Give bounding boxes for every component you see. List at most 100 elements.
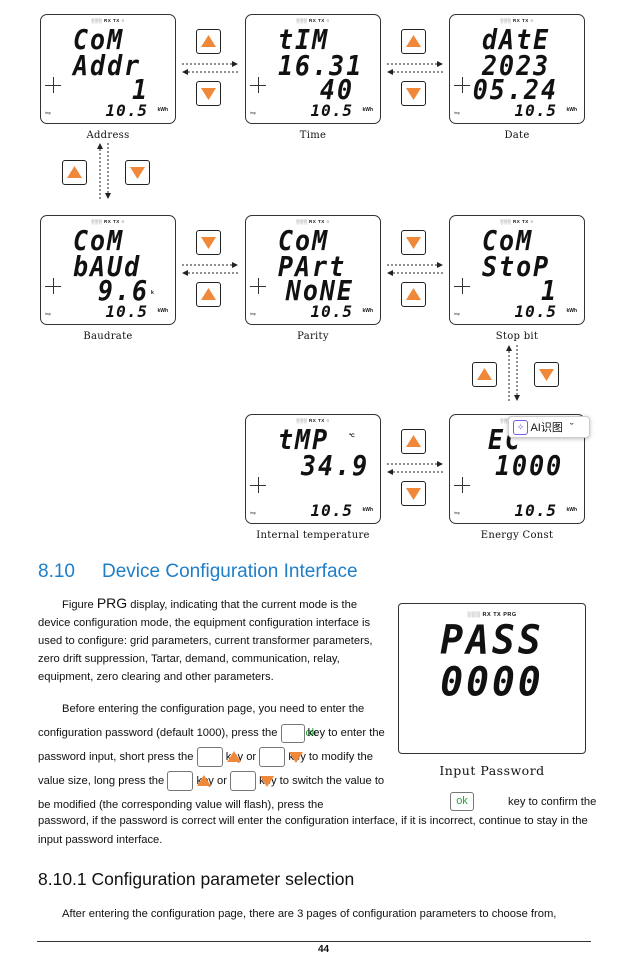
imp-label: imp <box>454 312 460 316</box>
lcd-line-2: bAUd <box>73 250 142 283</box>
text: Figure <box>62 599 94 611</box>
quadrant-icon <box>250 477 266 493</box>
lcd-line-2: StoP <box>482 250 551 283</box>
text: Before entering the configuration page, … <box>38 703 365 739</box>
left-dashed-arrow-icon <box>387 469 443 475</box>
up-arrow-icon <box>406 435 421 447</box>
imp-label: imp <box>45 111 51 115</box>
lcd-line-2: 2023 <box>482 49 551 82</box>
lcd-line-1: CoM <box>73 224 125 257</box>
section-number: 8.10 <box>38 561 75 582</box>
up-arrow-icon <box>406 288 421 300</box>
lcd-line-1: CoM <box>482 224 534 257</box>
text: display, indicating that the current mod… <box>38 599 373 683</box>
lcd-indicators: ░░░ RX TX ○ <box>91 219 125 224</box>
lcd-baudrate-screen: ░░░ RX TX ○ CoM bAUd 9.6 k imp 10.5 kWh <box>40 215 176 325</box>
kwh-unit: kWh <box>566 308 577 314</box>
quadrant-icon <box>45 278 61 294</box>
caption-baudrate: Baudrate <box>83 331 133 342</box>
lcd-address-screen: ░░░ RX TX ○ CoM Addr 1 imp 10.5 kWh <box>40 14 176 124</box>
lcd-energy-value: 10.5 <box>105 302 148 321</box>
kwh-unit: kWh <box>362 308 373 314</box>
down-arrow-icon <box>289 752 304 764</box>
text: key to enter the password input, short p… <box>38 727 385 763</box>
text: key to confirm the password, if the pass… <box>38 796 597 846</box>
lcd-energy-value: 10.5 <box>514 501 557 520</box>
lcd-line-3: 40 <box>319 73 354 106</box>
down-arrow-icon <box>406 88 421 100</box>
imp-label: imp <box>250 111 256 115</box>
caption-internal-temperature: Internal temperature <box>256 530 370 541</box>
quadrant-icon <box>45 77 61 93</box>
lcd-line-2: Addr <box>73 49 142 82</box>
quadrant-icon <box>454 477 470 493</box>
lcd-temperature-screen: ░░░ RX TX ○ tMP ℃ 34.9 imp 10.5 kWh <box>245 414 381 524</box>
subsection-number: 8.10.1 <box>38 869 87 889</box>
footer-divider <box>37 941 591 942</box>
right-dashed-arrow-icon <box>182 262 238 268</box>
kwh-unit: kWh <box>566 507 577 513</box>
down-key-button <box>401 81 426 106</box>
caption-energy-const: Energy Const <box>480 530 554 541</box>
quadrant-icon <box>250 77 266 93</box>
text: key to modify the value size, long press… <box>38 751 373 787</box>
caption-date: Date <box>504 130 530 141</box>
up-arrow-icon <box>201 35 216 47</box>
caption-input-password: Input Password <box>439 763 545 778</box>
down-arrow-icon <box>260 776 275 788</box>
lcd-line-1: PASS <box>440 616 544 664</box>
imp-label: imp <box>454 511 460 515</box>
left-dashed-arrow-icon <box>387 270 443 276</box>
right-dashed-arrow-icon <box>182 61 238 67</box>
lcd-line-3: NoNE <box>285 274 354 307</box>
up-key-button <box>196 29 221 54</box>
caption-parity: Parity <box>297 331 329 342</box>
up-key <box>196 747 241 768</box>
down-dashed-arrow-icon <box>105 143 111 199</box>
lcd-line-3: 1 <box>540 274 558 307</box>
text: key to switch the value to be modified (… <box>38 775 385 811</box>
lcd-indicators: ░░░ RX TX ○ <box>500 219 534 224</box>
up-arrow-icon <box>197 775 212 787</box>
ok-key: ok <box>450 792 474 811</box>
lcd-line-2: 0000 <box>440 658 544 706</box>
down-arrow-icon <box>201 88 216 100</box>
lcd-indicators: ░░░ RX TX PRG <box>467 612 517 618</box>
right-dashed-arrow-icon <box>387 461 443 467</box>
imp-label: imp <box>250 511 256 515</box>
ai-popup-label: AI识图 <box>530 422 563 434</box>
down-key-button <box>401 481 426 506</box>
lcd-line-3: 9.6 <box>97 274 149 307</box>
lcd-energy-value: 10.5 <box>310 101 353 120</box>
ok-key: ok <box>280 723 317 743</box>
lcd-indicators: ░░░ RX TX ○ <box>91 18 125 23</box>
lcd-line-3: 1 <box>131 73 149 106</box>
lcd-line-2: PArt <box>278 250 347 283</box>
lcd-indicators: ░░░ RX TX ○ <box>500 18 534 23</box>
quadrant-icon <box>250 278 266 294</box>
imp-label: imp <box>250 312 256 316</box>
lcd-line-2: 1000 <box>495 449 564 482</box>
lcd-time-screen: ░░░ RX TX ○ tIM 16.31 40 imp 10.5 kWh <box>245 14 381 124</box>
kwh-unit: kWh <box>566 107 577 113</box>
left-dashed-arrow-icon <box>387 69 443 75</box>
down-arrow-icon <box>406 237 421 249</box>
unit-celsius: ℃ <box>349 433 355 439</box>
lcd-stopbit-screen: ░░░ RX TX ○ CoM StoP 1 imp 10.5 kWh <box>449 215 585 325</box>
kwh-unit: kWh <box>157 107 168 113</box>
paragraph-password-end: ok key to confirm the password, if the p… <box>38 792 598 850</box>
down-key <box>259 747 304 768</box>
chevron-down-icon: ˇ <box>569 422 574 434</box>
down-key-button <box>196 81 221 106</box>
right-dashed-arrow-icon <box>387 262 443 268</box>
kwh-unit: kWh <box>362 507 373 513</box>
ai-sparkle-icon: ✧ <box>513 419 528 435</box>
kwh-unit: kWh <box>157 308 168 314</box>
down-key-button <box>125 160 150 185</box>
up-key-button <box>401 282 426 307</box>
lcd-password-screen: ░░░ RX TX PRG PASS 0000 <box>398 603 586 754</box>
lcd-indicators: ░░░ RX TX ○ <box>296 18 330 23</box>
up-arrow-icon <box>477 368 492 380</box>
ai-image-recognition-popup[interactable]: ✧ AI识图 ˇ <box>508 416 590 438</box>
lcd-line-2: 34.9 <box>301 449 370 482</box>
